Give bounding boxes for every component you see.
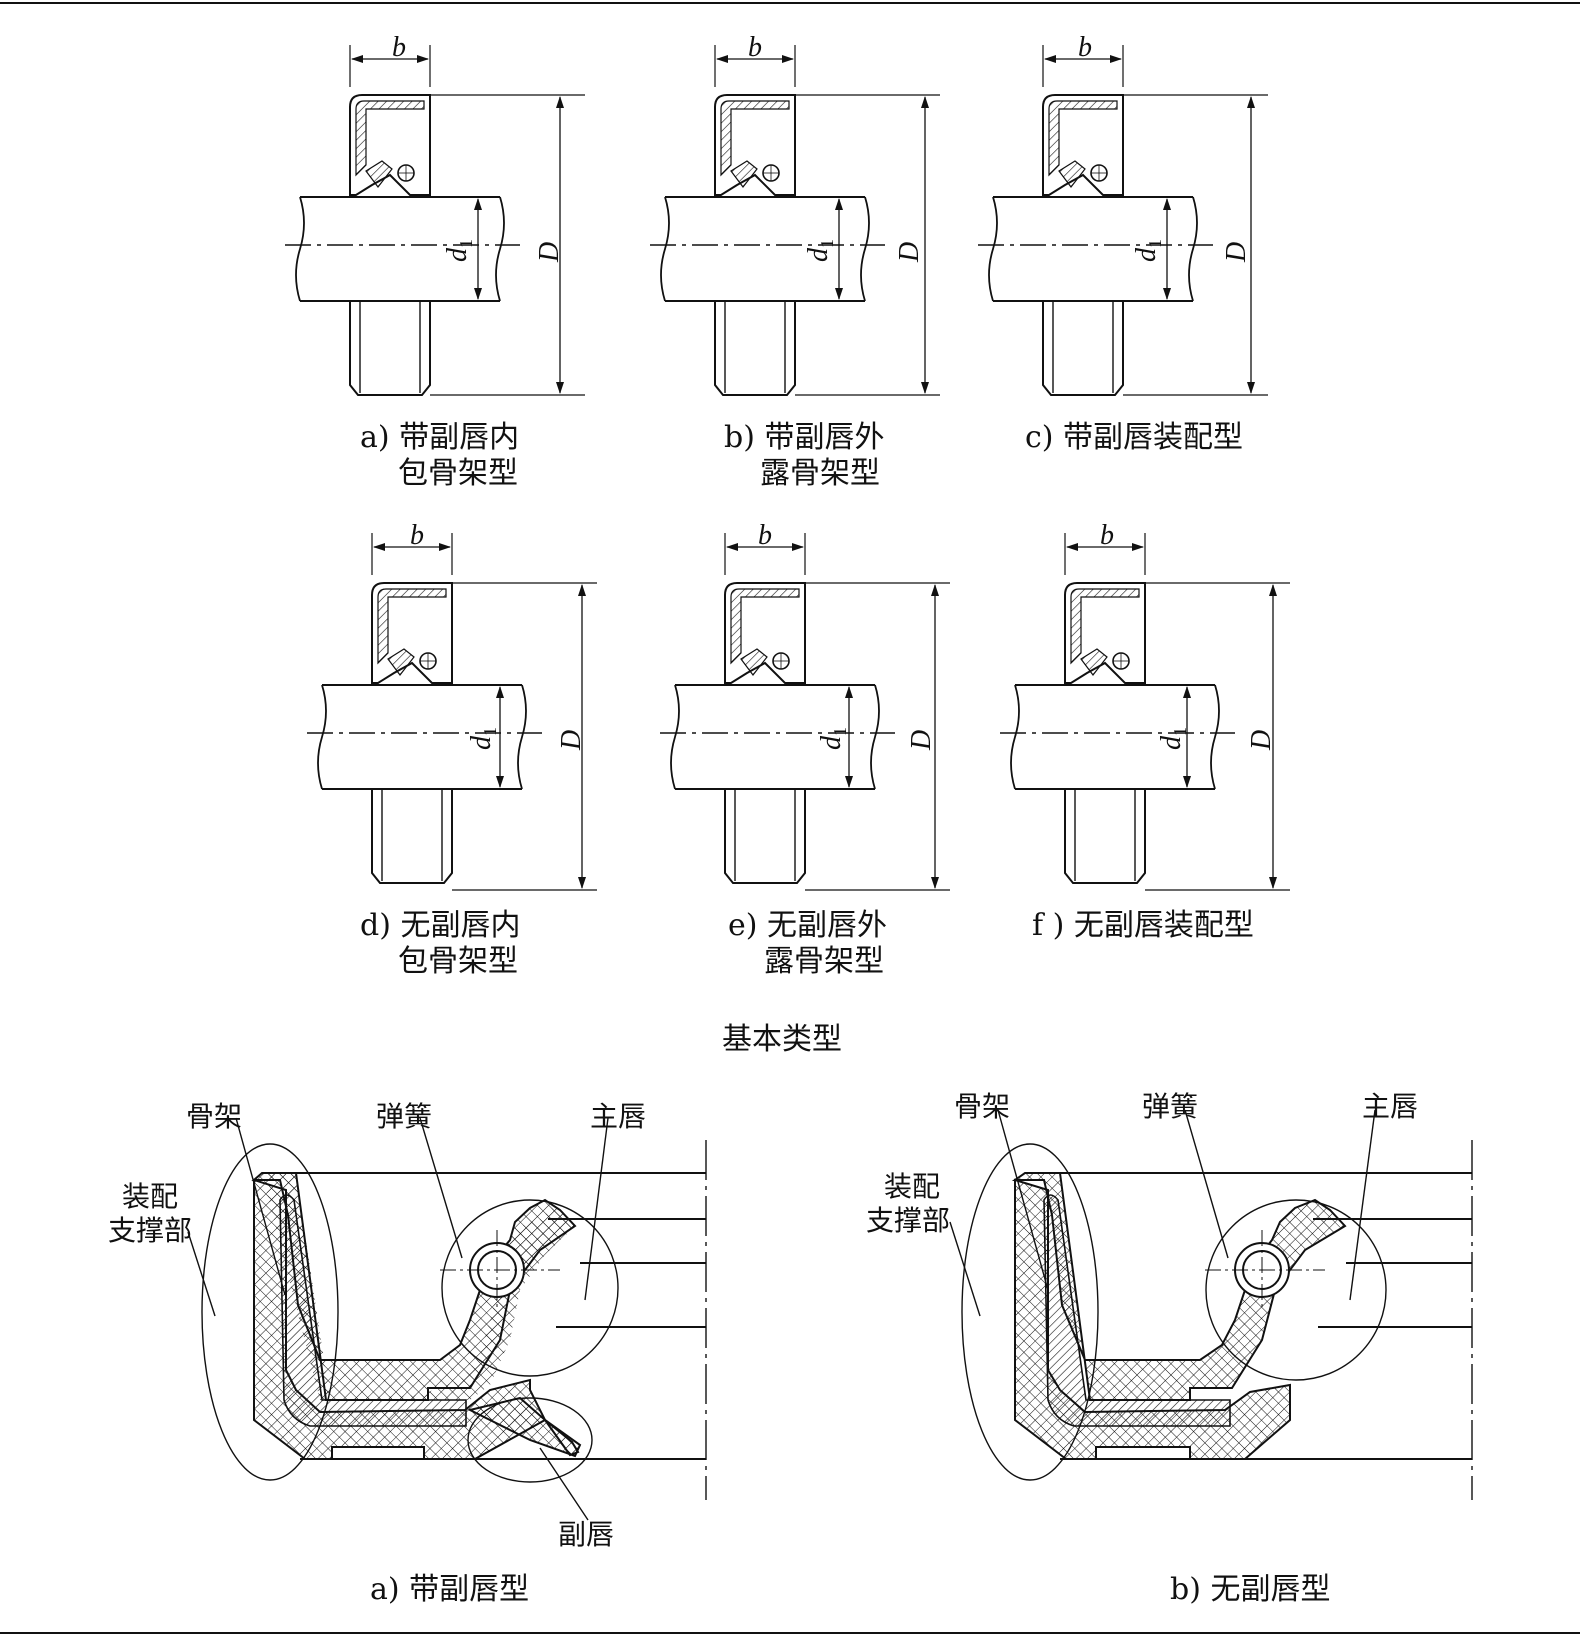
- caption-e-line1: e) 无副唇外: [728, 908, 887, 943]
- caption-d-line2: 包骨架型: [398, 944, 518, 979]
- seal-f-drawing: [999, 533, 1290, 891]
- caption-detail-right: b) 无副唇型: [1170, 1572, 1331, 1607]
- caption-c: c) 带副唇装配型: [1025, 420, 1244, 455]
- dim-d1-b: d1: [803, 239, 837, 262]
- label-frame-left: 骨架: [186, 1100, 243, 1133]
- detail-right-drawing: [949, 1109, 1473, 1500]
- label-support-right-2: 支撑部: [866, 1204, 951, 1237]
- dim-D-b: D: [894, 242, 925, 263]
- dim-d1-c: d1: [1131, 239, 1165, 262]
- dim-D-c: D: [1221, 242, 1252, 263]
- dim-d1-f: d1: [1156, 727, 1190, 750]
- caption-detail-left: a) 带副唇型: [370, 1572, 530, 1607]
- caption-b-line2: 露骨架型: [760, 456, 880, 491]
- caption-d-line1: d) 无副唇内: [360, 908, 521, 943]
- detail-left-drawing: [187, 1117, 707, 1521]
- dim-b-c: b: [1078, 32, 1092, 63]
- label-aux-lip-left: 副唇: [558, 1518, 615, 1551]
- label-main-lip-left: 主唇: [590, 1100, 647, 1133]
- dim-D-d: D: [556, 730, 587, 751]
- label-support-right-1: 装配: [884, 1170, 941, 1203]
- dim-b-d: b: [410, 520, 424, 551]
- caption-a-line1: a) 带副唇内: [360, 420, 520, 455]
- dim-b-f: b: [1100, 520, 1114, 551]
- seal-d-drawing: [306, 533, 597, 891]
- dim-d1-e: d1: [816, 727, 850, 750]
- caption-b-line1: b) 带副唇外: [724, 420, 885, 455]
- dim-b-b: b: [748, 32, 762, 63]
- caption-a-line2: 包骨架型: [398, 456, 518, 491]
- section-title: 基本类型: [722, 1022, 842, 1057]
- dim-b-e: b: [758, 520, 772, 551]
- dim-b-a: b: [392, 32, 406, 63]
- dim-D-a: D: [534, 242, 565, 263]
- label-spring-left: 弹簧: [376, 1100, 433, 1133]
- seal-b-drawing: [649, 45, 940, 396]
- seal-e-drawing: [659, 533, 950, 891]
- label-frame-right: 骨架: [954, 1090, 1011, 1123]
- dim-d1-a: d1: [442, 239, 476, 262]
- caption-f: f ) 无副唇装配型: [1032, 908, 1254, 943]
- seal-c-drawing: [977, 45, 1268, 396]
- dim-D-e: D: [906, 730, 937, 751]
- caption-e-line2: 露骨架型: [764, 944, 884, 979]
- label-support-left-1: 装配: [122, 1180, 179, 1213]
- dim-d1-d: d1: [466, 727, 500, 750]
- dim-D-f: D: [1246, 730, 1277, 751]
- seal-a-drawing: [284, 45, 585, 396]
- label-main-lip-right: 主唇: [1362, 1090, 1419, 1123]
- label-support-left-2: 支撑部: [108, 1214, 193, 1247]
- label-spring-right: 弹簧: [1142, 1090, 1199, 1123]
